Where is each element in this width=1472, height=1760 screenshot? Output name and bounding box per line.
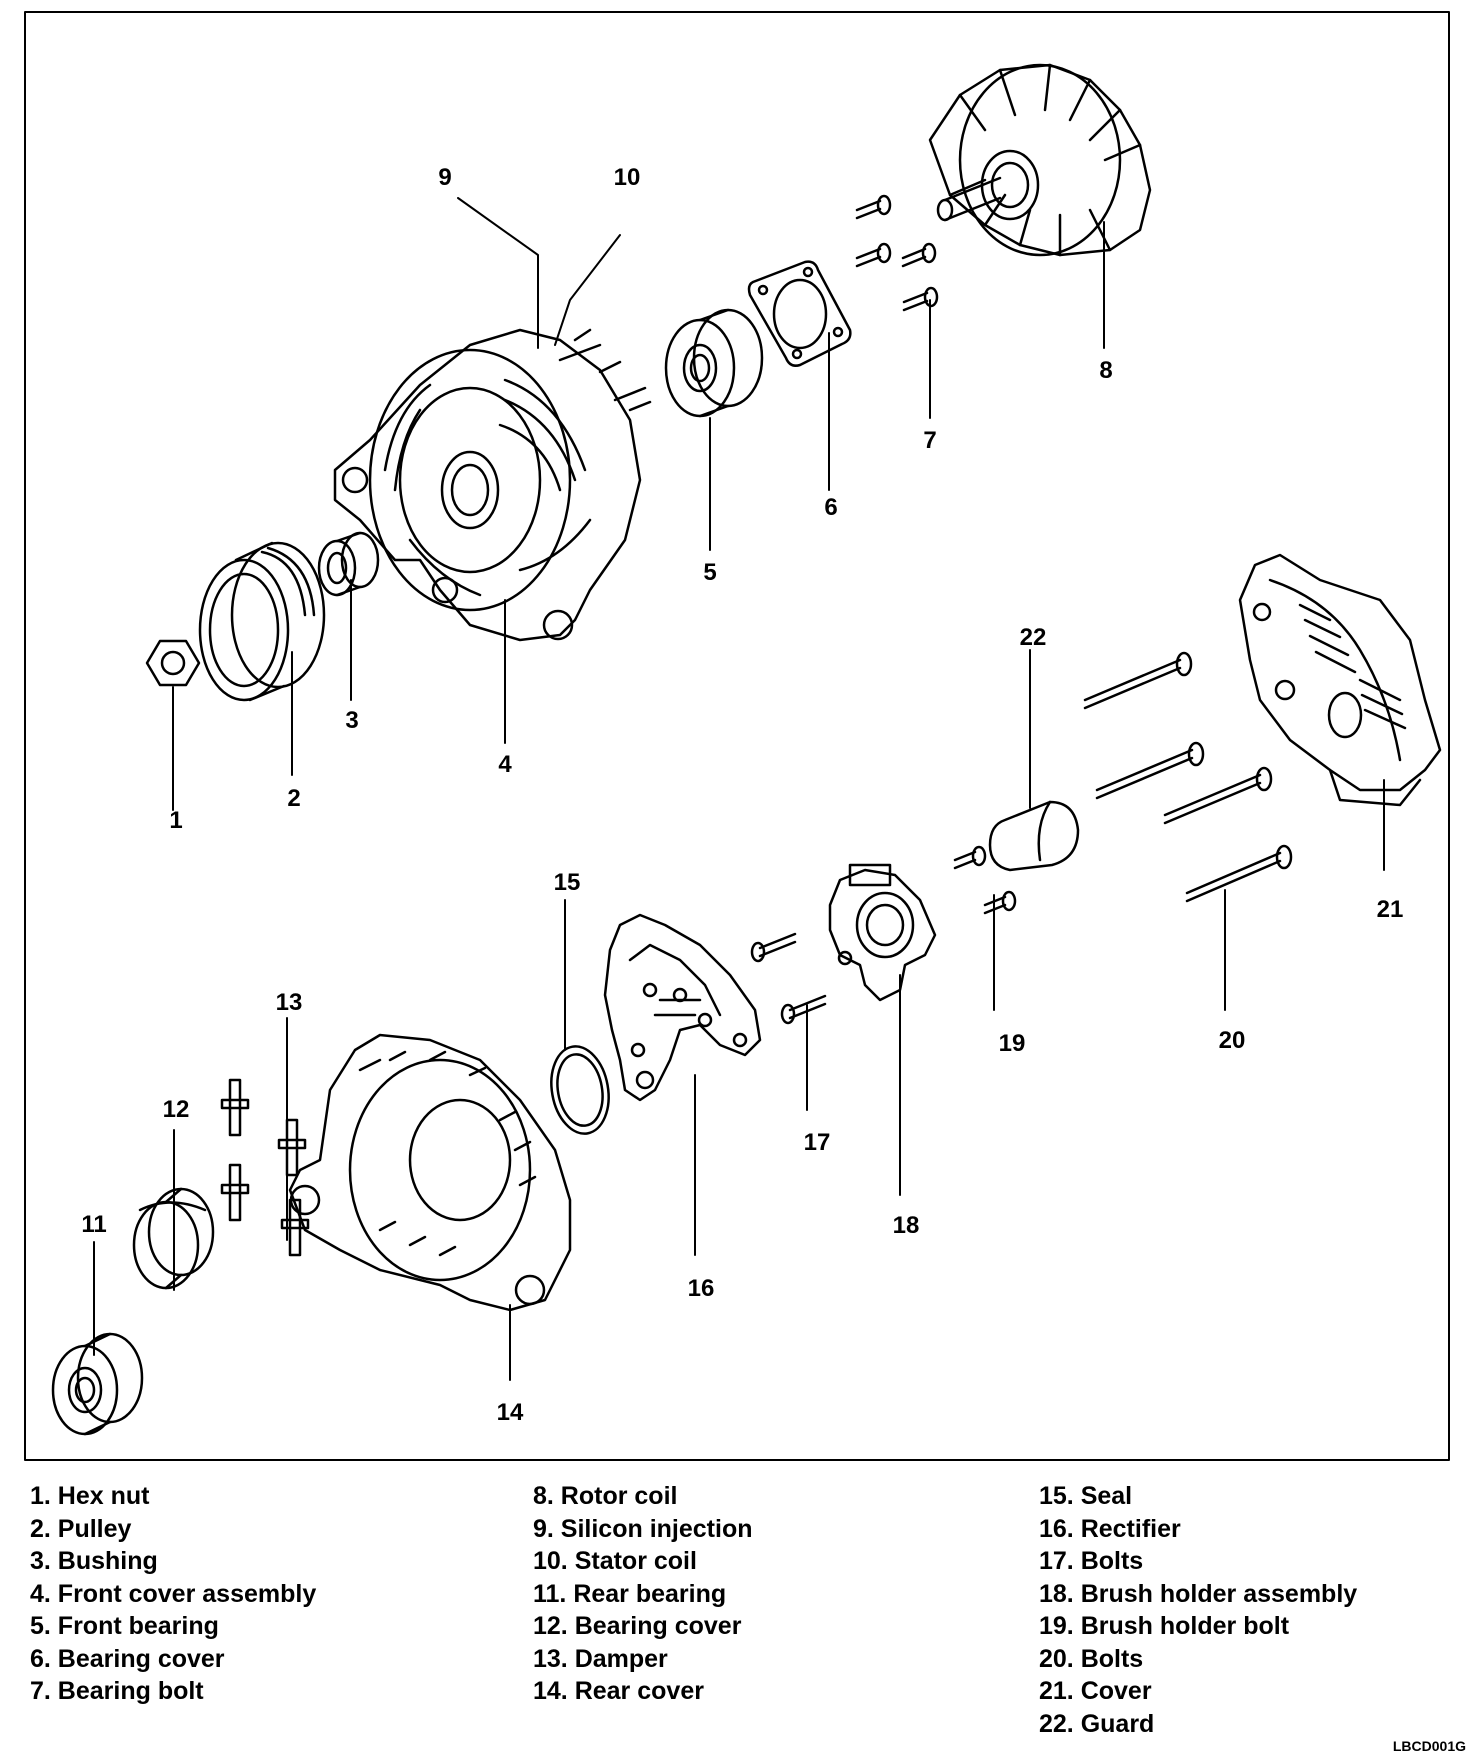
figure-code: LBCD001G bbox=[1392, 1738, 1466, 1754]
legend-item: 11. Rear bearing bbox=[533, 1579, 727, 1608]
pulley-part bbox=[198, 541, 326, 702]
callout-17: 17 bbox=[804, 1129, 831, 1156]
callout-10: 10 bbox=[614, 164, 641, 191]
rectifier-bolt-parts bbox=[750, 932, 827, 1025]
legend-item: 8. Rotor coil bbox=[533, 1482, 678, 1510]
callout-15: 15 bbox=[554, 869, 581, 896]
legend-column-1: 1. Hex nut 2. Pulley 3. Bushing 4. Front… bbox=[30, 1480, 316, 1708]
legend-column-2: 8. Rotor coil 9. Silicon injection 10. S… bbox=[533, 1480, 752, 1708]
callout-7: 7 bbox=[923, 427, 936, 454]
legend-item: 22. Guard bbox=[1039, 1709, 1155, 1738]
legend-item: 9. Silicon injection bbox=[533, 1514, 753, 1543]
diagram-frame bbox=[24, 11, 1450, 1461]
legend-item: 6. Bearing cover bbox=[30, 1644, 225, 1673]
callout-18: 18 bbox=[893, 1212, 920, 1239]
callout-5: 5 bbox=[703, 559, 716, 586]
legend-item: 12. Bearing cover bbox=[533, 1612, 742, 1640]
seal-part bbox=[550, 1045, 610, 1135]
legend-item: 1. Hex nut bbox=[30, 1482, 150, 1510]
callout-11: 11 bbox=[81, 1211, 106, 1238]
legend-item: 7. Bearing bolt bbox=[30, 1677, 204, 1705]
callout-8: 8 bbox=[1099, 357, 1112, 384]
bushing-part bbox=[317, 531, 380, 597]
callout-22: 22 bbox=[1020, 624, 1047, 651]
callout-20: 20 bbox=[1219, 1027, 1246, 1054]
callout-4: 4 bbox=[498, 751, 512, 778]
rotor-coil-part bbox=[928, 63, 1152, 257]
callout-2: 2 bbox=[287, 785, 300, 812]
callout-16: 16 bbox=[688, 1275, 715, 1302]
front-cover-assembly-part bbox=[333, 328, 652, 642]
damper-parts bbox=[220, 1078, 310, 1257]
bearing-bolt-parts bbox=[855, 194, 939, 312]
callout-1: 1 bbox=[169, 807, 182, 834]
callout-9: 9 bbox=[438, 164, 451, 191]
legend-item: 20. Bolts bbox=[1039, 1644, 1144, 1673]
legend-column-3: 15. Seal 16. Rectifier 17. Bolts 18. Bru… bbox=[1039, 1480, 1357, 1740]
bearing-cover-part bbox=[747, 260, 852, 367]
legend-item: 3. Bushing bbox=[30, 1547, 158, 1575]
rear-cover-14-part bbox=[288, 1033, 572, 1312]
legend-item: 14. Rear cover bbox=[533, 1677, 704, 1705]
brush-holder-assembly-part bbox=[828, 863, 937, 1002]
rear-cover-part bbox=[1238, 553, 1442, 807]
callout-19: 19 bbox=[999, 1030, 1026, 1057]
legend-item: 13. Damper bbox=[533, 1644, 668, 1673]
brush-holder-bolt-parts bbox=[953, 845, 1017, 915]
callout-21: 21 bbox=[1377, 896, 1404, 923]
legend-item: 19. Brush holder bolt bbox=[1039, 1612, 1290, 1640]
callout-14: 14 bbox=[497, 1399, 524, 1426]
exploded-view-diagram: 1 2 3 4 5 6 7 8 9 10 11 12 13 14 15 16 1… bbox=[24, 11, 1450, 1461]
legend-item: 21. Cover bbox=[1039, 1677, 1152, 1705]
rear-bearing-cover-part bbox=[132, 1187, 215, 1290]
legend-item: 17. Bolts bbox=[1039, 1547, 1144, 1575]
callout-13: 13 bbox=[276, 989, 303, 1016]
guard-part bbox=[988, 800, 1080, 872]
callout-6: 6 bbox=[824, 494, 837, 521]
legend-item: 2. Pulley bbox=[30, 1514, 132, 1543]
long-bolt-parts bbox=[1083, 651, 1293, 903]
legend-item: 10. Stator coil bbox=[533, 1547, 697, 1575]
callout-3: 3 bbox=[345, 707, 358, 734]
hex-nut-part bbox=[145, 639, 201, 687]
legend-item: 4. Front cover assembly bbox=[30, 1579, 317, 1608]
legend-item: 18. Brush holder assembly bbox=[1039, 1579, 1358, 1608]
front-bearing-part bbox=[664, 308, 764, 418]
legend-item: 5. Front bearing bbox=[30, 1612, 219, 1640]
rear-bearing-part bbox=[51, 1332, 144, 1436]
legend-item: 16. Rectifier bbox=[1039, 1514, 1181, 1543]
rectifier-part bbox=[603, 913, 762, 1102]
legend-item: 15. Seal bbox=[1039, 1482, 1133, 1510]
callout-12: 12 bbox=[163, 1096, 190, 1123]
callout-numbers: 1 2 3 4 5 6 7 8 9 10 11 12 13 14 15 16 1… bbox=[81, 164, 1403, 1426]
